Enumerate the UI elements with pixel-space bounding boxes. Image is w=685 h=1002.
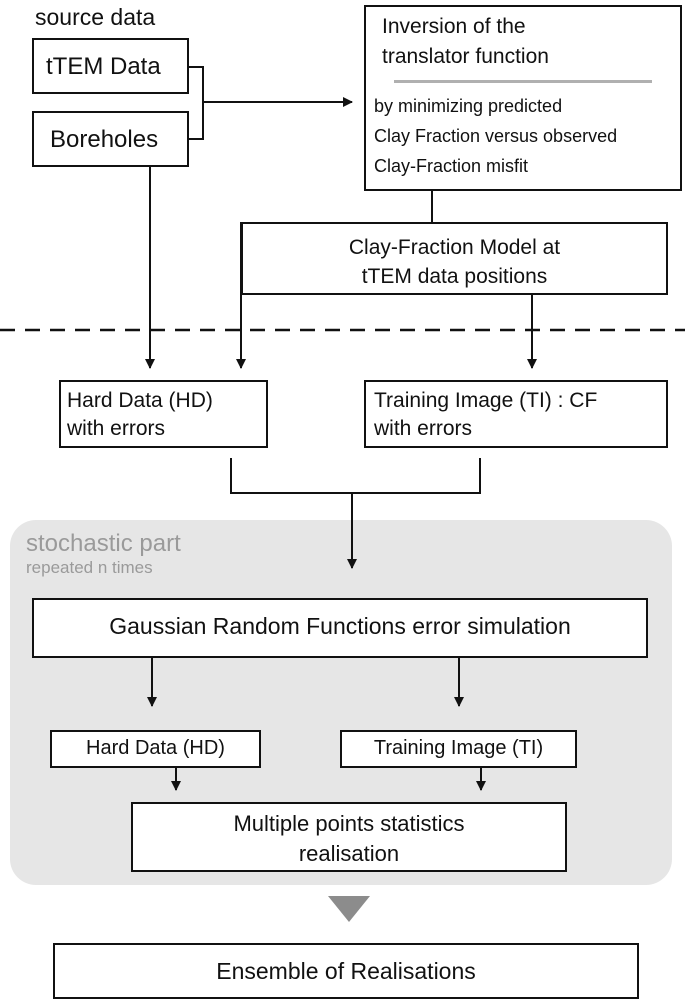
node-grf-simulation: Gaussian Random Functions error simulati… bbox=[32, 598, 648, 658]
node-boreholes-label: Boreholes bbox=[50, 126, 159, 153]
merge-bracket bbox=[230, 458, 481, 494]
inversion-desc-line3: Clay-Fraction misfit bbox=[374, 156, 529, 176]
inversion-title-line1: Inversion of the bbox=[382, 15, 526, 38]
node-training-image-errors: Training Image (TI) : CF with errors bbox=[364, 380, 668, 448]
mps-line2: realisation bbox=[298, 841, 400, 866]
inversion-desc-line2: Clay Fraction versus observed bbox=[374, 126, 618, 146]
ti-errors-line1: Training Image (TI) : CF bbox=[374, 389, 598, 412]
node-inversion: Inversion of the translator function by … bbox=[364, 5, 682, 191]
hard-data-label: Hard Data (HD) bbox=[86, 737, 225, 759]
node-boreholes: Boreholes bbox=[32, 111, 189, 167]
clay-model-line2: tTEM data positions bbox=[361, 265, 548, 288]
source-bracket bbox=[189, 66, 204, 140]
node-clay-model: Clay-Fraction Model at tTEM data positio… bbox=[241, 222, 668, 295]
clay-model-line1: Clay-Fraction Model at bbox=[348, 236, 561, 259]
node-ttem-label: tTEM Data bbox=[46, 53, 161, 80]
ensemble-label: Ensemble of Realisations bbox=[216, 958, 476, 984]
node-ensemble: Ensemble of Realisations bbox=[53, 943, 639, 999]
stochastic-title: stochastic part bbox=[26, 530, 181, 557]
inversion-desc-line1: by minimizing predicted bbox=[374, 96, 563, 116]
stochastic-subtitle: repeated n times bbox=[26, 558, 153, 577]
inversion-divider bbox=[394, 80, 652, 83]
mps-line1: Multiple points statistics bbox=[233, 811, 465, 836]
source-data-label: source data bbox=[35, 4, 156, 30]
node-mps-realisation: Multiple points statistics realisation bbox=[131, 802, 567, 872]
grf-label: Gaussian Random Functions error simulati… bbox=[109, 613, 571, 639]
chevron-down-icon bbox=[328, 896, 370, 922]
node-hard-data-errors: Hard Data (HD) with errors bbox=[59, 380, 268, 448]
hd-errors-line2: with errors bbox=[67, 417, 166, 440]
node-hard-data: Hard Data (HD) bbox=[50, 730, 261, 768]
training-image-label: Training Image (TI) bbox=[373, 737, 544, 759]
inversion-title-line2: translator function bbox=[382, 45, 549, 68]
node-ttem-data: tTEM Data bbox=[32, 38, 189, 94]
hd-errors-line1: Hard Data (HD) bbox=[67, 389, 213, 412]
ti-errors-line2: with errors bbox=[374, 417, 473, 440]
node-training-image: Training Image (TI) bbox=[340, 730, 577, 768]
